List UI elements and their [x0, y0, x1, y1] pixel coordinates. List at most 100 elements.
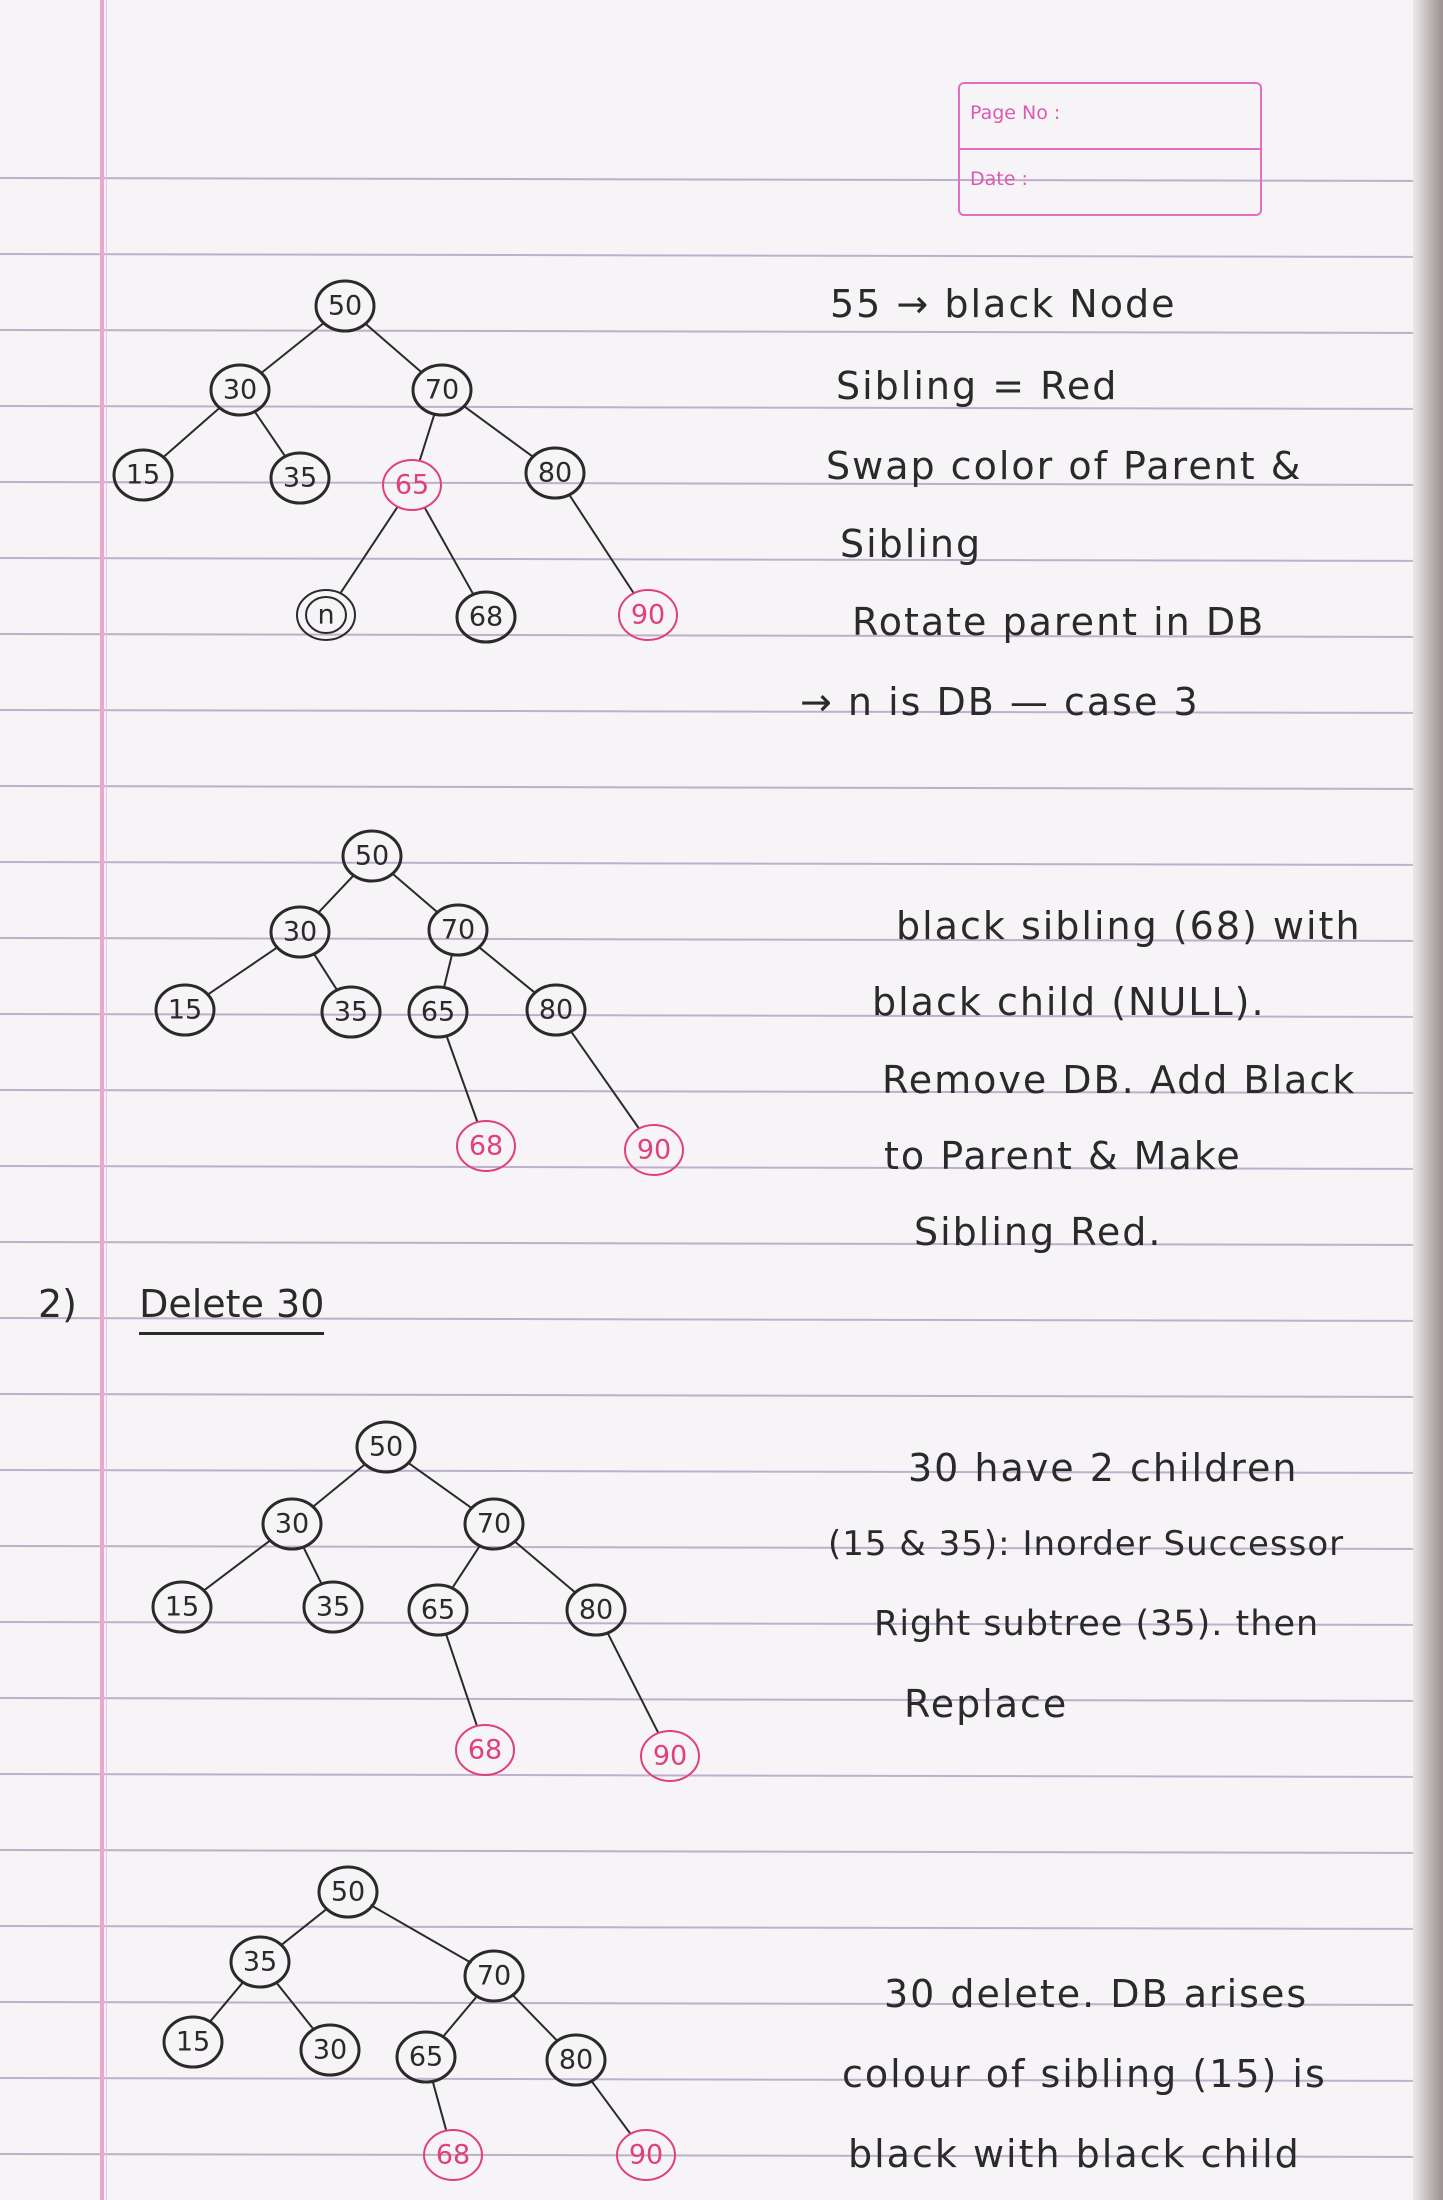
rule-line	[0, 2153, 1443, 2158]
tree-edge	[339, 506, 399, 594]
tree-node-50: 50	[317, 1865, 379, 1919]
margin-line-inner	[106, 0, 107, 2200]
tree-node-label: 50	[328, 291, 362, 322]
tree-edge	[391, 872, 439, 914]
tree-node-35: 35	[269, 451, 331, 505]
tree-node-30: 30	[269, 905, 331, 959]
tree-node-90: 90	[618, 589, 678, 641]
tree-node-label: 30	[283, 917, 317, 948]
tree-node-80: 80	[545, 2033, 607, 2087]
note-1-line-5: Rotate parent in DB	[852, 600, 1266, 644]
tree-node-90: 90	[624, 1124, 684, 1176]
rule-line	[0, 861, 1443, 866]
tree-edge	[423, 507, 475, 595]
note-3-line-3: Right subtree (35). then	[874, 1604, 1320, 1644]
tree-node-label: 80	[559, 2045, 593, 2076]
tree-edge	[570, 1030, 640, 1130]
tree-node-n: n	[296, 589, 356, 641]
tree-edge	[313, 953, 338, 991]
tree-node-label: 68	[436, 2140, 470, 2171]
tree-node-label: 15	[126, 460, 160, 491]
tree-node-label: n	[317, 600, 334, 631]
tree-node-label: 70	[425, 375, 459, 406]
tree-edge	[259, 321, 326, 375]
tree-node-label: 15	[168, 995, 202, 1026]
rule-line	[0, 405, 1443, 410]
tree-node-65: 65	[407, 985, 469, 1039]
tree-edge	[370, 1904, 472, 1964]
page-date-box: Page No : Date :	[958, 82, 1262, 216]
note-3-line-1: 30 have 2 children	[908, 1446, 1299, 1490]
tree-node-label: 80	[539, 995, 573, 1026]
note-1-line-6: → n is DB — case 3	[800, 680, 1200, 724]
rule-line	[0, 937, 1443, 942]
tree-node-68: 68	[455, 1724, 515, 1776]
tree-node-label: 30	[275, 1509, 309, 1540]
section-title: Delete 30	[139, 1282, 325, 1335]
note-2-line-4: to Parent & Make	[884, 1134, 1242, 1178]
tree-node-label: 65	[421, 997, 455, 1028]
rule-line	[0, 1013, 1443, 1018]
tree-node-label: 80	[538, 458, 572, 489]
note-1-line-1: 55 → black Node	[830, 282, 1177, 326]
rule-line	[0, 1469, 1443, 1474]
tree-node-label: 35	[283, 463, 317, 494]
tree-node-label: 68	[469, 602, 503, 633]
rule-line	[0, 1773, 1443, 1778]
note-4-line-1: 30 delete. DB arises	[884, 1972, 1309, 2016]
tree-node-35: 35	[302, 1580, 364, 1634]
tree-edge	[253, 410, 287, 458]
tree-node-label: 90	[637, 1135, 671, 1166]
tree-node-70: 70	[411, 363, 473, 417]
rule-line	[0, 1621, 1443, 1626]
tree-node-label: 15	[165, 1592, 199, 1623]
tree-edge	[443, 955, 453, 987]
note-3-line-2: (15 & 35): Inorder Successor	[828, 1524, 1345, 1564]
tree-edge	[477, 945, 537, 995]
tree-node-label: 65	[395, 470, 429, 501]
tree-edge	[568, 494, 635, 594]
rule-line	[0, 1089, 1443, 1094]
note-4-line-2: colour of sibling (15) is	[842, 2052, 1327, 2096]
tree-edge	[451, 1545, 481, 1589]
rule-line	[0, 1697, 1443, 1702]
tree-node-70: 70	[463, 1497, 525, 1551]
tree-node-15: 15	[154, 983, 216, 1037]
tree-edge	[279, 1907, 329, 1947]
tree-edge	[462, 404, 535, 459]
tree-node-80: 80	[525, 983, 587, 1037]
tree-edge	[317, 874, 355, 914]
rule-line	[0, 1241, 1443, 1246]
tree-node-70: 70	[427, 903, 489, 957]
tree-edge	[275, 1981, 315, 2031]
rule-line	[0, 2077, 1443, 2082]
tree-node-90: 90	[616, 2129, 676, 2181]
tree-node-label: 15	[176, 2027, 210, 2058]
section-heading: 2) Delete 30	[38, 1282, 325, 1335]
rule-line	[0, 1317, 1443, 1322]
tree-node-50: 50	[314, 279, 376, 333]
tree-node-label: 90	[631, 600, 665, 631]
tree-edge	[302, 1546, 323, 1585]
tree-edge	[205, 945, 280, 997]
tree-node-label: 65	[409, 2042, 443, 2073]
note-2-line-5: Sibling Red.	[914, 1210, 1163, 1254]
rule-line	[0, 1849, 1443, 1854]
tree-node-label: 35	[316, 1592, 350, 1623]
tree-edge	[606, 1632, 660, 1734]
section-number: 2)	[38, 1282, 78, 1326]
note-1-line-2: Sibling = Red	[836, 364, 1119, 408]
tree-node-15: 15	[112, 448, 174, 502]
tree-node-label: 35	[334, 997, 368, 1028]
tree-node-80: 80	[524, 446, 586, 500]
tree-node-label: 70	[477, 1509, 511, 1540]
tree-edge	[418, 414, 436, 461]
tree-node-90: 90	[640, 1730, 700, 1782]
tree-node-30: 30	[261, 1497, 323, 1551]
rule-line	[0, 481, 1443, 486]
